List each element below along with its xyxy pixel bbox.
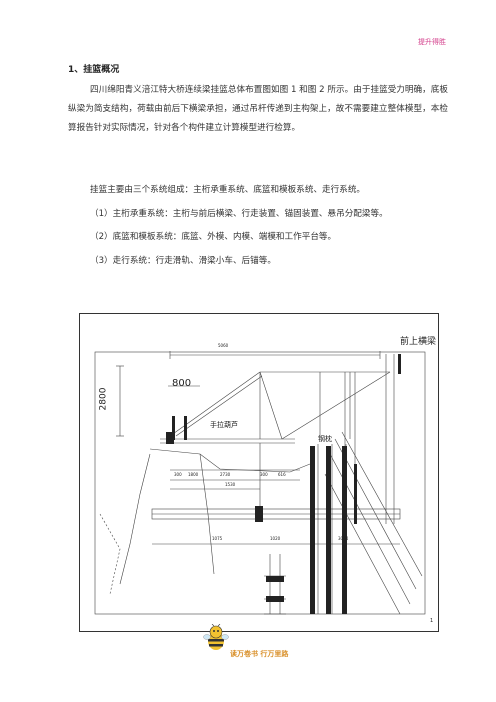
dim-row3-c: 3044	[338, 536, 349, 541]
footer-slogan: 读万卷书 行万里路	[230, 650, 289, 658]
section-title: 1、挂篮概况	[68, 65, 120, 75]
dim-row1-e: 616	[278, 472, 286, 477]
rod-label: 钢枕	[318, 435, 332, 443]
dim-top: 5060	[218, 343, 229, 348]
figure-page-number: 1	[430, 618, 434, 624]
hanging-basket-layout-drawing: 前上横梁 5060 800 2800 手拉葫芦 钢枕 300 1800 2730…	[79, 313, 439, 632]
drawing-lines	[94, 351, 426, 615]
dim-row1-b: 1800	[188, 472, 199, 477]
paragraph-intro: 四川绵阳青义涪江特大桥连续梁挂篮总体布置图如图 1 和图 2 所示。由于挂篮受力…	[68, 85, 448, 133]
dim-row3-a: 1075	[212, 536, 223, 541]
bee-mascot-icon	[203, 624, 229, 650]
dim-row1-d: 300	[260, 472, 268, 477]
dim-2800: 2800	[98, 387, 109, 411]
list-item-3: （3）走行系统：行走滑轨、滑梁小车、后锚等。	[90, 256, 276, 266]
dim-1530: 1530	[225, 482, 236, 487]
front-beam-label: 前上横梁	[400, 337, 437, 347]
hoist-label: 手拉葫芦	[210, 421, 238, 429]
dim-row1-a: 300	[174, 472, 182, 477]
list-item-2: （2）底篮和模板系统：底篮、外模、内模、端模和工作平台等。	[90, 232, 337, 242]
paragraph-system: 挂篮主要由三个系统组成：主桁承重系统、底篮和模板系统、走行系统。	[90, 185, 366, 195]
dim-800: 800	[172, 378, 192, 389]
dim-row1-c: 2730	[220, 472, 231, 477]
header-tag: 提升得胜	[418, 38, 446, 46]
dim-row3-b: 1020	[270, 536, 281, 541]
list-item-1: （1）主桁承重系统：主桁与前后横梁、行走装置、锚固装置、悬吊分配梁等。	[90, 209, 388, 219]
